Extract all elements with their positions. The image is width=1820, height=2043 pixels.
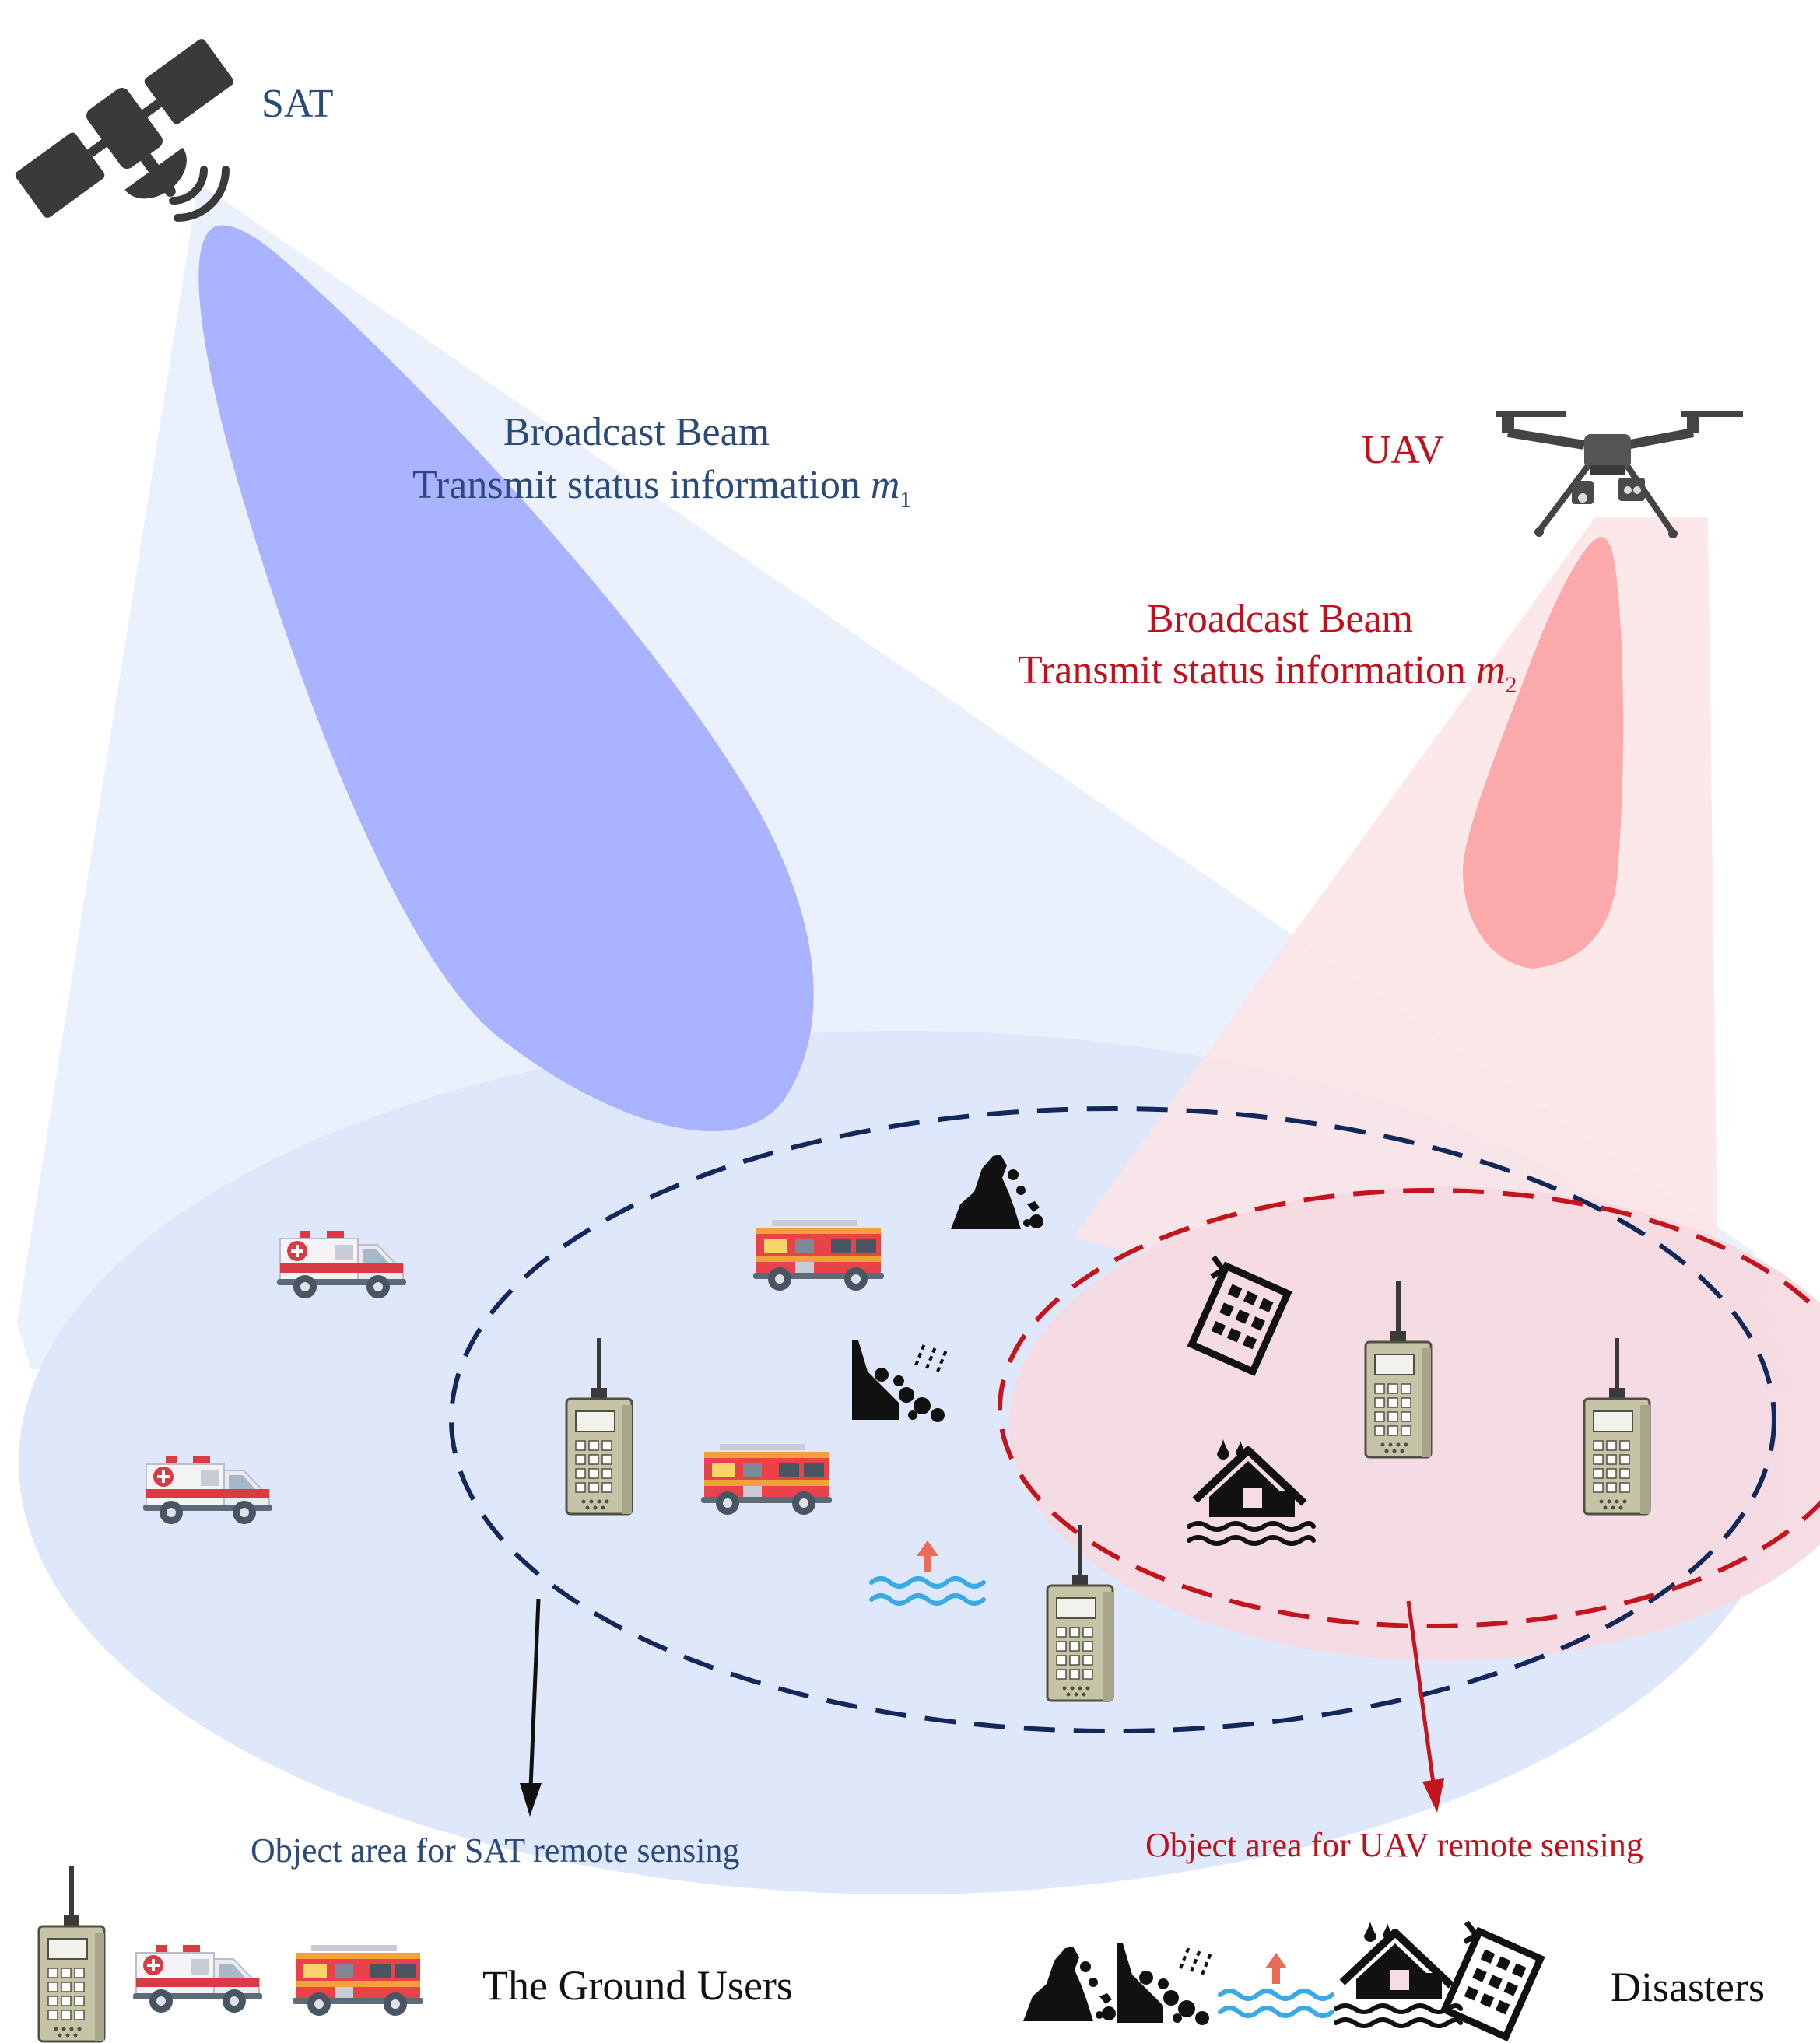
sat-beam-sub: 1 (899, 487, 911, 513)
uav-beam-var: m (1476, 648, 1506, 692)
uav-area-arrow (1406, 1600, 1444, 1813)
sat-area-label: Object area for SAT remote sensing (251, 1831, 739, 1870)
uav-beam-sub: 2 (1505, 672, 1517, 698)
rockfall-rain-icon (1115, 1942, 1213, 2027)
legend-disasters-label: Disasters (1611, 1964, 1765, 2010)
walkie-talkie-icon (37, 1864, 106, 2043)
uav-label: UAV (1362, 428, 1444, 472)
uav-beam-title: Broadcast Beam (1147, 597, 1413, 641)
uav-beam-text: Transmit status information (1018, 648, 1476, 692)
sat-beam-description: Transmit status information m1 (412, 463, 911, 513)
sat-broadcast-beam (198, 225, 814, 1132)
satellite-icon (15, 39, 234, 218)
sat-beam-var: m (871, 463, 900, 507)
uav-object-area (998, 1188, 1820, 1628)
sat-label: SAT (261, 82, 333, 126)
uav-area-label: Object area for UAV remote sensing (1145, 1826, 1643, 1864)
landslide-icon (1023, 1947, 1116, 2021)
uav-beam-description: Transmit status information m2 (1018, 648, 1517, 698)
fire-truck-icon (293, 1945, 423, 2016)
sat-beam-text: Transmit status information (412, 463, 871, 507)
water-rise-icon (1220, 1953, 1332, 2016)
satellite-signal-icon (169, 166, 230, 222)
ambulance-icon (132, 1944, 263, 2013)
sat-area-arrow (520, 1598, 542, 1817)
sat-beam-title: Broadcast Beam (503, 410, 770, 454)
sat-object-area (449, 1106, 1776, 1733)
legend-ground-users-label: The Ground Users (482, 1962, 793, 2009)
legend-ground-users: The Ground Users (37, 1864, 793, 2043)
legend-disasters: Disasters (1023, 1922, 1765, 2037)
drone-icon (1496, 411, 1743, 538)
uav-broadcast-beam (1463, 537, 1624, 969)
